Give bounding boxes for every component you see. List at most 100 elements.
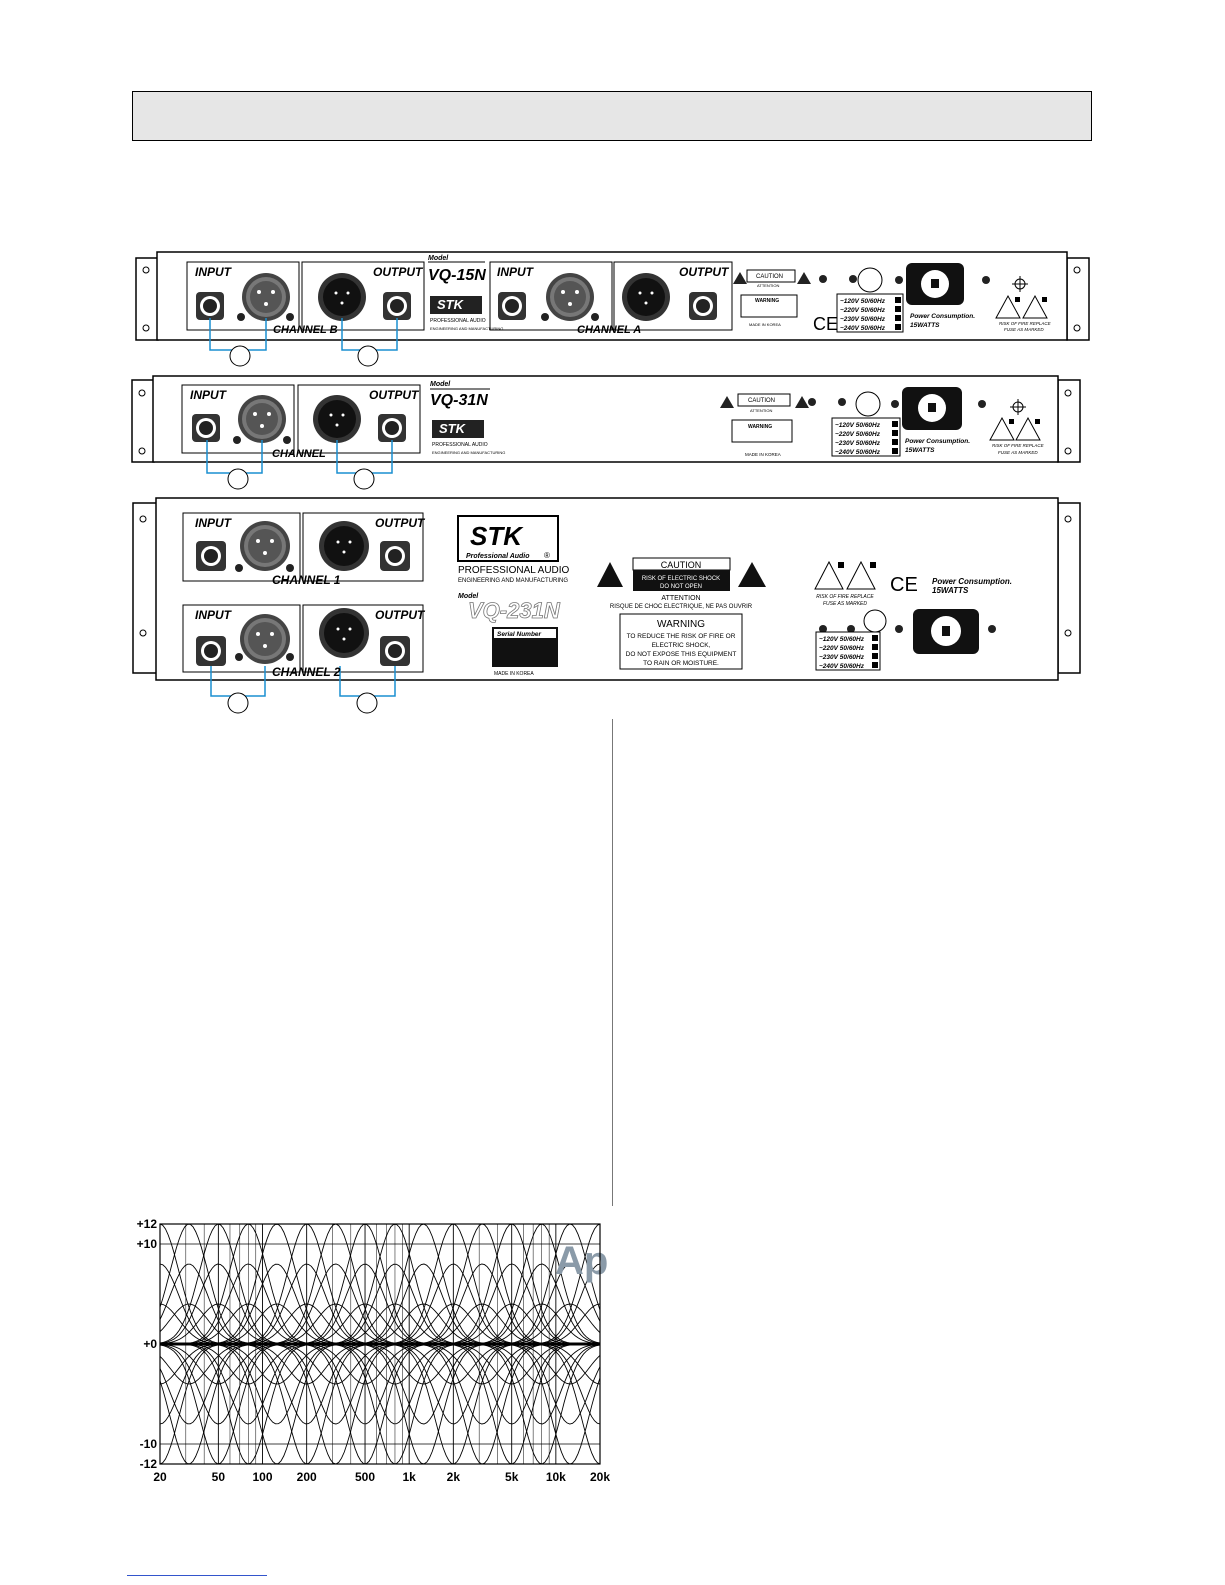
vq231n-warning-line-4: TO RAIN OR MOISTURE.	[643, 660, 719, 667]
vq31n-fuse-note-1: RISK OF FIRE REPLACE	[992, 443, 1045, 448]
vq31n-fuse-note-2: FUSE AS MARKED	[998, 450, 1038, 455]
vq231n-channel-2-label: CHANNEL 2	[272, 665, 341, 679]
vq231n-fuse-note-2: FUSE AS MARKED	[823, 601, 867, 607]
vq231n-warning-line-3: DO NOT EXPOSE THIS EQUIPMENT	[626, 651, 737, 658]
vq15n-fuse-note-2: FUSE AS MARKED	[1004, 327, 1044, 332]
jack-icon	[383, 292, 411, 320]
vq31n-output-label: OUTPUT	[369, 388, 420, 402]
vq15n-chb-output-label: OUTPUT	[373, 265, 424, 279]
column-divider	[612, 719, 613, 1206]
vq231n-voltage-4: ~240V 50/60Hz	[819, 663, 865, 670]
vq231n-warning-line-1: TO REDUCE THE RISK OF FIRE OR	[627, 633, 736, 640]
vq15n-brand-logo: STK	[437, 297, 465, 312]
jack-icon	[196, 541, 226, 571]
x-tick-label: 2k	[447, 1470, 461, 1484]
vq31n-panel	[131, 375, 1081, 490]
xlr-female-icon	[546, 273, 594, 321]
vq15n-channel-b-label: CHANNEL B	[273, 324, 338, 336]
y-tick-label: -10	[140, 1437, 158, 1451]
vq31n-model-label: Model	[430, 381, 451, 388]
y-axis-ticks: +12 +10 +0 -10 -12	[137, 1218, 158, 1471]
vq15n-channel-a-label: CHANNEL A	[577, 324, 641, 336]
vq15n-chb-input-label: INPUT	[195, 265, 233, 279]
jack-icon	[498, 292, 526, 320]
vq31n-brand-sub: PROFESSIONAL AUDIO	[432, 442, 488, 448]
vq231n-channel-1-label: CHANNEL 1	[272, 573, 341, 587]
x-tick-label: 20	[153, 1470, 167, 1484]
vq231n-power: Power Consumption.	[932, 577, 1012, 586]
vq15n-cha-output-label: OUTPUT	[679, 265, 730, 279]
vq231n-warning-line-2: ELECTRIC SHOCK,	[652, 642, 711, 649]
jack-icon	[196, 636, 226, 666]
vq231n-ch1-output-label: OUTPUT	[375, 516, 426, 530]
vq31n-voltage-1: ~120V 50/60Hz	[835, 422, 881, 429]
vq15n-cha-input-label: INPUT	[497, 265, 535, 279]
vq231n-made-in: MADE IN KOREA	[494, 671, 534, 677]
vq231n-voltage-2: ~220V 50/60Hz	[819, 645, 865, 652]
vq15n-brand-sub: PROFESSIONAL AUDIO	[430, 318, 486, 324]
y-tick-label: +10	[137, 1237, 158, 1251]
jack-icon	[196, 292, 224, 320]
x-tick-label: 20k	[590, 1470, 610, 1484]
vq231n-model-name: VQ-231N	[468, 598, 561, 623]
vq15n-model-label: Model	[428, 255, 449, 262]
vq15n-voltage-3: ~230V 50/60Hz	[840, 316, 886, 323]
vq15n-caution: CAUTION	[756, 274, 783, 280]
x-tick-label: 100	[252, 1470, 272, 1484]
xlr-male-icon	[622, 273, 670, 321]
y-tick-label: -12	[140, 1457, 158, 1471]
y-tick-label: +0	[143, 1337, 157, 1351]
jack-icon	[689, 292, 717, 320]
chart-curves	[159, 1223, 601, 1465]
x-tick-label: 500	[355, 1470, 375, 1484]
xlr-male-icon	[319, 521, 369, 571]
vq231n-brand-sub1: Professional Audio	[466, 553, 530, 560]
vq231n-brand-sub2: PROFESSIONAL AUDIO	[458, 565, 570, 576]
vq31n-channel-label: CHANNEL	[272, 448, 326, 460]
vq231n-ch2-input-label: INPUT	[195, 608, 233, 622]
footer-link-rule	[127, 1575, 267, 1576]
xlr-female-icon	[240, 521, 290, 571]
jack-icon	[378, 414, 406, 442]
vq231n-attention: ATTENTION	[661, 595, 700, 602]
x-tick-label: 5k	[505, 1470, 519, 1484]
chart-plot-border	[159, 1223, 601, 1465]
vq15n-model-name: VQ-15N	[428, 267, 486, 284]
vq31n-made-in: MADE IN KOREA	[745, 452, 781, 457]
vq231n-voltage-3: ~230V 50/60Hz	[819, 654, 865, 661]
vq231n-panel	[132, 497, 1081, 714]
x-tick-label: 50	[212, 1470, 226, 1484]
vq231n-warning: WARNING	[657, 619, 705, 630]
x-tick-label: 200	[297, 1470, 317, 1484]
vq15n-fuse-note-1: RISK OF FIRE REPLACE	[999, 321, 1052, 326]
vq31n-warning: WARNING	[748, 424, 772, 430]
x-tick-label: 10k	[546, 1470, 566, 1484]
vq31n-input-label: INPUT	[190, 388, 228, 402]
vq15n-ce-mark: CE	[813, 314, 838, 334]
vq15n-warning: WARNING	[755, 298, 779, 304]
vq231n-caution: CAUTION	[661, 560, 702, 570]
vq15n-attention: ATTENTION	[757, 283, 779, 288]
vq31n-caution: CAUTION	[748, 398, 775, 404]
xlr-female-icon	[240, 614, 290, 664]
vq231n-risk: RISK OF ELECTRIC SHOCK	[642, 576, 720, 582]
vq15n-voltage-2: ~220V 50/60Hz	[840, 307, 886, 314]
vq31n-voltage-2: ~220V 50/60Hz	[835, 431, 881, 438]
vq15n-panel	[135, 251, 1090, 367]
section-title-bar	[132, 91, 1092, 141]
vq15n-power: Power Consumption.	[910, 313, 975, 320]
xlr-male-icon	[318, 273, 366, 321]
eq-curve	[160, 1343, 601, 1465]
xlr-female-icon	[238, 395, 286, 443]
vq31n-attention: ATTENTION	[750, 408, 772, 413]
vq231n-brand-logo: STK	[470, 521, 524, 551]
vq15n-voltage-4: ~240V 50/60Hz	[840, 325, 886, 332]
xlr-male-icon	[319, 608, 369, 658]
vq231n-serial: Serial Number	[497, 631, 542, 638]
vq15n-watts: 15WATTS	[910, 322, 940, 329]
y-tick-label: +12	[137, 1218, 158, 1231]
vq31n-voltage-4: ~240V 50/60Hz	[835, 449, 881, 456]
vq15n-voltage-1: ~120V 50/60Hz	[840, 298, 886, 305]
vq231n-voltage-1: ~120V 50/60Hz	[819, 636, 865, 643]
